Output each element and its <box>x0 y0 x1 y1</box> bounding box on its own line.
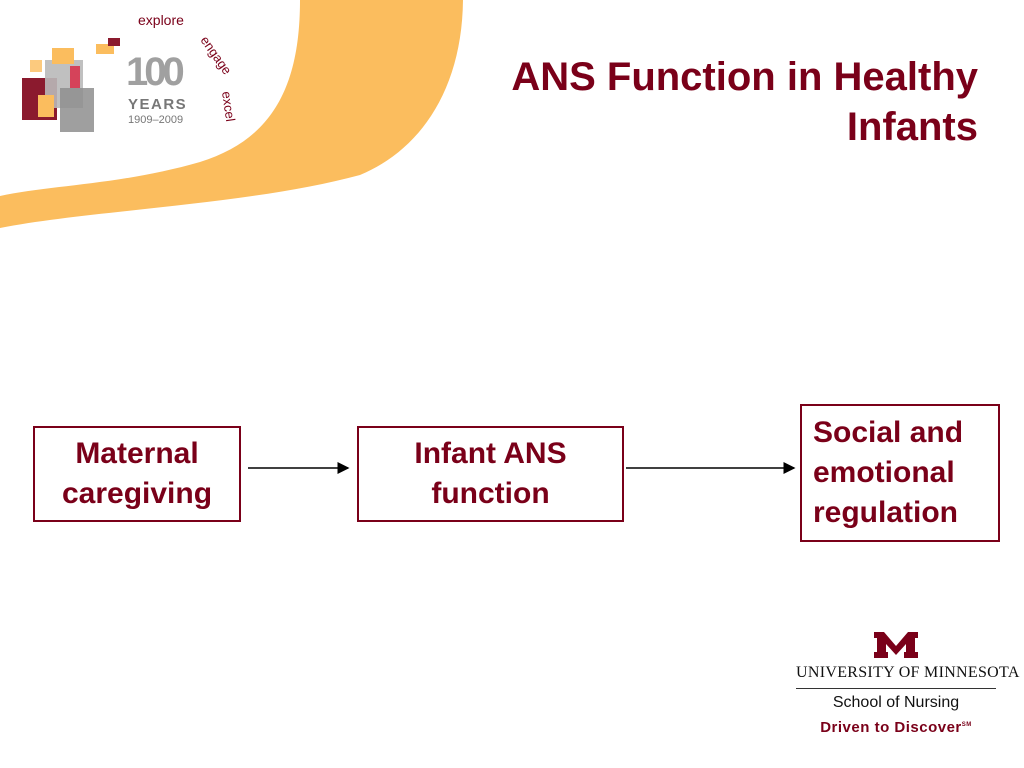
logo-year-range: 1909–2009 <box>128 114 184 126</box>
school-name: School of Nursing <box>832 694 960 711</box>
node-label: Social and emotional regulation <box>813 416 964 529</box>
node-label: Infant ANS function <box>414 437 567 510</box>
service-mark: SM <box>961 722 972 728</box>
centennial-logo-mark <box>22 38 120 132</box>
university-tagline: Driven to DiscoverSM <box>796 719 996 736</box>
university-name: UNIVERSITY OF MINNESOTA <box>796 664 1020 681</box>
node-infant-ans-function: Infant ANS function <box>357 426 624 522</box>
logo-word-explore: explore <box>138 12 184 28</box>
footer-divider <box>796 688 996 689</box>
slide-title: ANS Function in Healthy Infants <box>511 55 978 149</box>
logo-number: 100 <box>126 50 185 94</box>
node-label: Maternal caregiving <box>61 437 213 510</box>
node-social-emotional-regulation: Social and emotional regulation <box>800 404 1000 542</box>
logo-years: YEARS <box>128 96 188 113</box>
header-swoosh: engage excel <box>0 0 463 228</box>
logo-word-excel: excel <box>219 90 238 122</box>
university-m-logo <box>874 632 918 658</box>
node-maternal-caregiving: Maternal caregiving <box>33 426 241 522</box>
tagline-text: Driven to Discover <box>820 719 962 736</box>
